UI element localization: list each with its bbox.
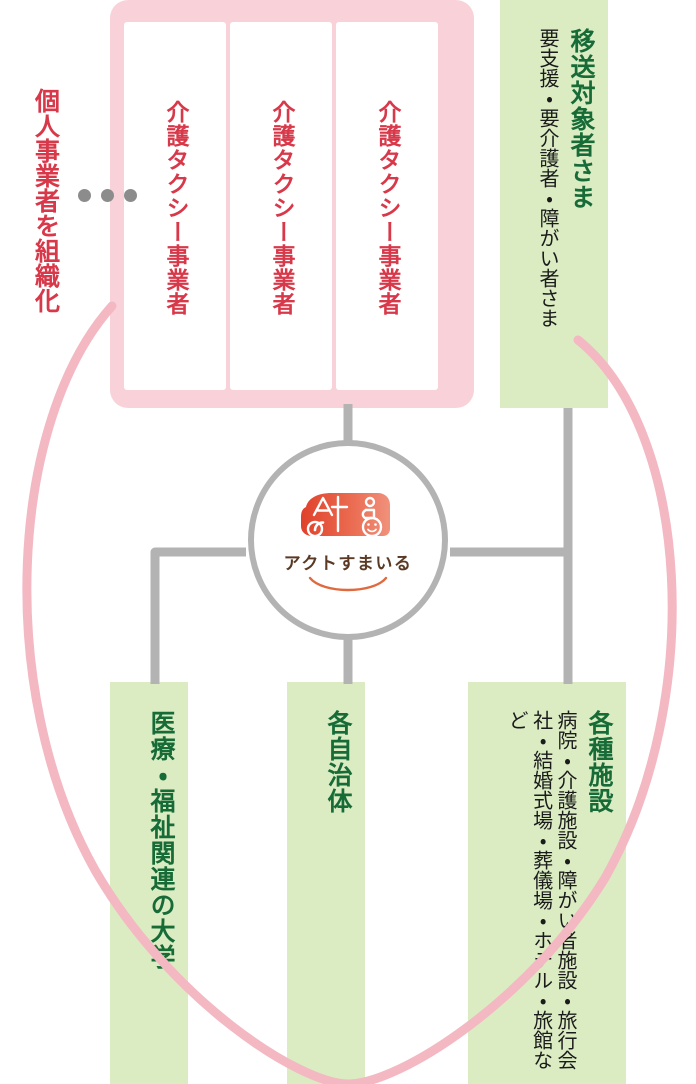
partner-box-transport-target[interactable]: 移送対象者さま 要支援・要介護者・障がい者さま	[500, 0, 608, 408]
partner-heading: 各種施設	[585, 710, 614, 814]
wheel-eye-right	[374, 523, 377, 526]
wheelchair-head	[364, 496, 376, 508]
wheelchair-body	[364, 508, 376, 520]
letter-a	[312, 496, 334, 517]
operator-label: 介護タクシー事業者	[162, 100, 189, 316]
ellipsis-dot	[124, 189, 137, 202]
ellipsis-dots	[78, 189, 137, 202]
ellipsis-dot	[78, 189, 91, 202]
connector-left	[150, 547, 246, 684]
wheel-arch-left	[313, 521, 325, 532]
smile-arc-icon	[308, 576, 388, 592]
operator-group-frame: 介護タクシー事業者 介護タクシー事業者 介護タクシー事業者	[110, 0, 474, 408]
pink-arc-left	[22, 301, 353, 1084]
partner-heading: 移送対象者さま	[567, 28, 596, 210]
wheel-smile	[367, 528, 377, 533]
ellipsis-dot	[101, 189, 114, 202]
partner-subtext: 要支援・要介護者・障がい者さま	[536, 28, 560, 328]
center-brand-circle[interactable]: アクトすまいる	[248, 440, 448, 640]
wheel-eye-left	[367, 523, 370, 526]
care-taxi-van-icon	[301, 493, 390, 538]
operator-label: 介護タクシー事業者	[374, 100, 401, 316]
partner-box-municipality[interactable]: 各自治体	[287, 682, 365, 1084]
partner-heading: 各自治体	[324, 710, 353, 814]
partner-heading: 医療・福祉関連の大学	[147, 710, 176, 970]
wheelchair-arm	[361, 508, 374, 520]
partner-subtext: 病院・介護施設・障がい者施設・旅行会社・結婚式場・葬儀場・ホテル・旅館など	[505, 710, 578, 1070]
operator-box[interactable]: 介護タクシー事業者	[230, 22, 332, 390]
operator-label: 介護タクシー事業者	[268, 100, 295, 316]
operator-box[interactable]: 介護タクシー事業者	[336, 22, 438, 390]
brand-name: アクトすまいる	[283, 554, 413, 574]
operator-box[interactable]: 介護タクシー事業者	[124, 22, 226, 390]
brand-logo: アクトすまいる	[254, 446, 442, 634]
wheelchair-wheel	[361, 516, 383, 538]
partner-box-university[interactable]: 医療・福祉関連の大学	[110, 682, 188, 1084]
pink-arc-right	[343, 335, 677, 1084]
organise-operators-label: 個人事業者を組織化	[31, 88, 61, 313]
